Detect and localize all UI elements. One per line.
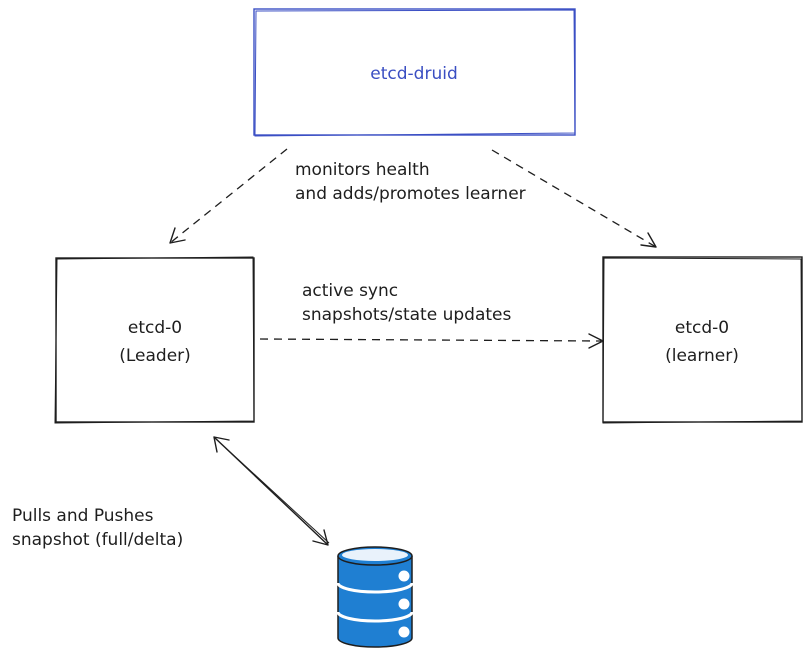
- sync-edge-label-line2: snapshots/state updates: [302, 305, 511, 325]
- database-icon: [336, 546, 414, 648]
- arrow-leader-to-learner: [259, 333, 604, 349]
- arrow-leader-storage: [213, 436, 330, 546]
- backup-edge-label-line2: snapshot (full/delta): [12, 530, 183, 550]
- monitor-edge-label-line2: and adds/promotes learner: [295, 184, 526, 204]
- backup-edge-label-line1: Pulls and Pushes: [12, 506, 154, 526]
- etcd-druid-box: etcd-druid: [253, 8, 576, 137]
- learner-node-role: (learner): [665, 346, 739, 366]
- monitor-edge-label-line1: monitors health: [295, 160, 430, 180]
- leader-node-role: (Leader): [119, 346, 191, 366]
- arrow-druid-to-leader: [169, 148, 288, 244]
- learner-node-box: etcd-0 (learner): [602, 256, 803, 424]
- arrow-druid-to-learner: [491, 149, 657, 248]
- etcd-druid-label: etcd-druid: [370, 64, 457, 84]
- leader-node-name: etcd-0: [128, 318, 182, 338]
- leader-node-box: etcd-0 (Leader): [54, 256, 255, 424]
- sync-edge-label-line1: active sync: [302, 281, 398, 301]
- learner-node-name: etcd-0: [675, 318, 729, 338]
